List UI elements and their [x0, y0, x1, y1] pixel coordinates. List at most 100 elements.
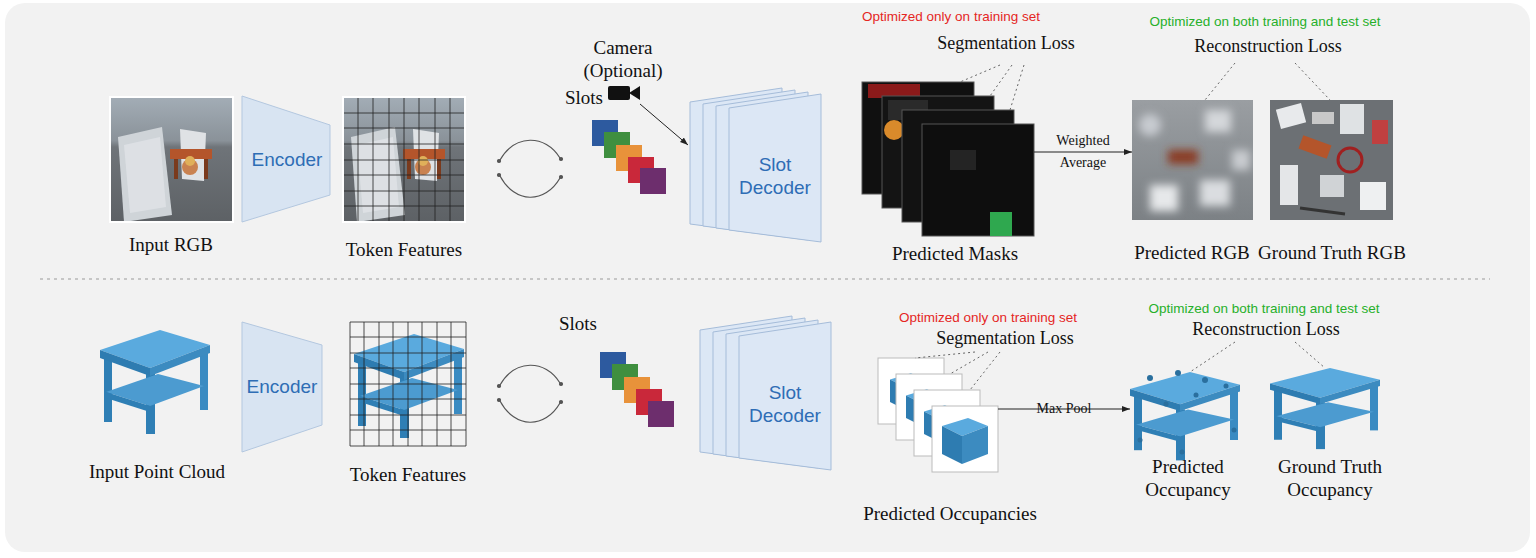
slot-attention-loop-part: [560, 401, 563, 404]
token-feature-image-part-part: [343, 113, 465, 114]
slot-attention-loop-part: [500, 365, 560, 385]
occupancy-node: Predicted Occupancy: [1130, 372, 1242, 454]
loss-note: Optimized on both training and test set: [1105, 13, 1425, 30]
token-feature-grid: [350, 322, 466, 446]
predicted-rgb-image-part-part: [1200, 180, 1230, 206]
predicted-occupancy-shape-part-part: [1202, 377, 1208, 383]
slot-attention-loop-part: [560, 176, 563, 179]
image-node: Input Point Cloud: [100, 330, 212, 435]
predicted-occupancy-shape-part-part: [1194, 393, 1199, 398]
slot-attention-loop-part: [498, 160, 501, 163]
token-feature-grid-part-part: [437, 322, 438, 446]
token-feature-grid-part: [354, 334, 464, 438]
camera-icon-part: [608, 86, 630, 100]
occupancy-node: Ground Truth Occupancy: [1270, 368, 1382, 448]
predicted-occupancy-shape: [1130, 370, 1240, 460]
arrow-connector: [640, 104, 688, 145]
decoder-panels: [690, 88, 821, 242]
token-feature-image-part-part: [343, 175, 465, 176]
loss-note: Optimized only on training set: [868, 309, 1108, 326]
slot-attention-loop-part: [500, 401, 560, 422]
slot-attention-loop-part: [560, 158, 563, 161]
predicted-mask-stack-part: [990, 212, 1012, 236]
input-point-cloud: [100, 330, 210, 434]
input-rgb-image-part: [110, 97, 233, 222]
leader-connector: [1295, 342, 1325, 368]
loss-node: Optimized on both training and test setR…: [1120, 298, 1410, 342]
loss-note: Optimized on both training and test set: [1104, 300, 1424, 317]
edge-label: Max Pool: [1027, 398, 1101, 420]
encoder-box: Encoder: [242, 322, 322, 452]
token-feature-image-part-part: [343, 160, 465, 161]
encoder-trapezoid: [242, 322, 322, 452]
predicted-mask-stack: [862, 82, 1034, 236]
image-node: Input RGB: [110, 97, 233, 222]
leader-connector: [960, 65, 1000, 82]
slot-attention-loop-part: [560, 383, 563, 386]
predicted-rgb-image-part-part: [1232, 150, 1250, 170]
token-feature-image-part-part: [343, 191, 465, 192]
predicted-rgb-image-part-part: [1150, 185, 1178, 211]
predicted-occupancy-shape-part-part: [1224, 384, 1229, 389]
token-feature-grid-part-part: [393, 322, 394, 446]
leader-connector: [1190, 342, 1235, 372]
leader-lines-part: [970, 352, 1000, 390]
ground-truth-rgb-image-part: [1372, 120, 1388, 144]
token-feature-grid-part-part: [379, 322, 380, 446]
leader-connector: [1295, 63, 1330, 100]
leader-lines-part: [990, 65, 1012, 96]
loss-label: Segmentation Loss: [906, 33, 1106, 54]
token-feature-grid-part-part: [364, 322, 365, 446]
occupancy-stack-node: Predicted Occupancies: [878, 358, 998, 472]
occupancy-cards-part: [942, 418, 988, 464]
slot-squares-part: [640, 168, 666, 194]
image-node: Ground Truth RGB: [1270, 100, 1393, 220]
image-caption: Predicted RGB: [1112, 241, 1272, 264]
predicted-rgb-image-part: [1132, 100, 1253, 220]
loss-node: Optimized on both training and test setR…: [1118, 8, 1412, 63]
token-feature-image-part-part: [373, 97, 374, 222]
predicted-mask-stack-part: [922, 124, 1034, 236]
predicted-occupancy-shape-part-part: [1175, 370, 1181, 376]
predicted-rgb-image-part-part: [1139, 114, 1161, 136]
slots-node: Slots: [592, 120, 666, 194]
occupancy-cards: [878, 358, 998, 472]
decoder-box: Slot Decoder: [688, 86, 824, 244]
image-node: Token Features: [343, 97, 465, 222]
token-feature-image-part-part: [389, 97, 390, 222]
image-caption: Input RGB: [91, 233, 251, 256]
ground-truth-rgb-image-part: [1300, 208, 1345, 214]
predicted-occupancy-shape-part-part: [1232, 428, 1237, 433]
slot-attention-loop-part: [500, 140, 560, 160]
leader-lines-part: [1010, 65, 1024, 110]
slot-attention-loop-part: [498, 399, 501, 402]
slots-label: Slots: [548, 312, 608, 335]
slot-squares: [600, 352, 674, 427]
decoder-panels-part: [729, 94, 821, 242]
arrow-connector: [1034, 152, 1132, 153]
token-feature-image: [343, 97, 466, 222]
encoder-box: Encoder: [242, 96, 330, 222]
ground-truth-rgb-image-part: [1270, 100, 1393, 220]
camera-label: Camera (Optional): [573, 36, 673, 82]
image-node: Token Features: [350, 322, 466, 446]
decoder-label: Slot Decoder: [745, 381, 825, 427]
slot-squares-part: [648, 401, 674, 427]
predicted-occupancy-shape-part-part: [1147, 375, 1153, 381]
decoder-panels: [700, 316, 831, 470]
encoder-label: Encoder: [244, 148, 330, 171]
slots-node: Slots: [600, 352, 674, 427]
slot-attention-loop-part: [498, 174, 501, 177]
loss-label: Segmentation Loss: [905, 328, 1105, 349]
input-point-cloud-part: [100, 330, 210, 434]
ground-truth-rgb-image-part: [1312, 112, 1334, 124]
loss-node: Optimized only on training setSegmentati…: [860, 5, 1060, 65]
predicted-occupancy-shape-part-part: [1164, 402, 1169, 407]
mask-stack-node: Predicted Masks: [862, 82, 1034, 236]
ground-truth-rgb-image-part: [1338, 148, 1362, 172]
camera-icon: [608, 86, 640, 100]
slot-attention-loop-part: [498, 385, 501, 388]
ground-truth-rgb-image-part: [1340, 104, 1364, 134]
leader-lines-part: [950, 352, 988, 374]
